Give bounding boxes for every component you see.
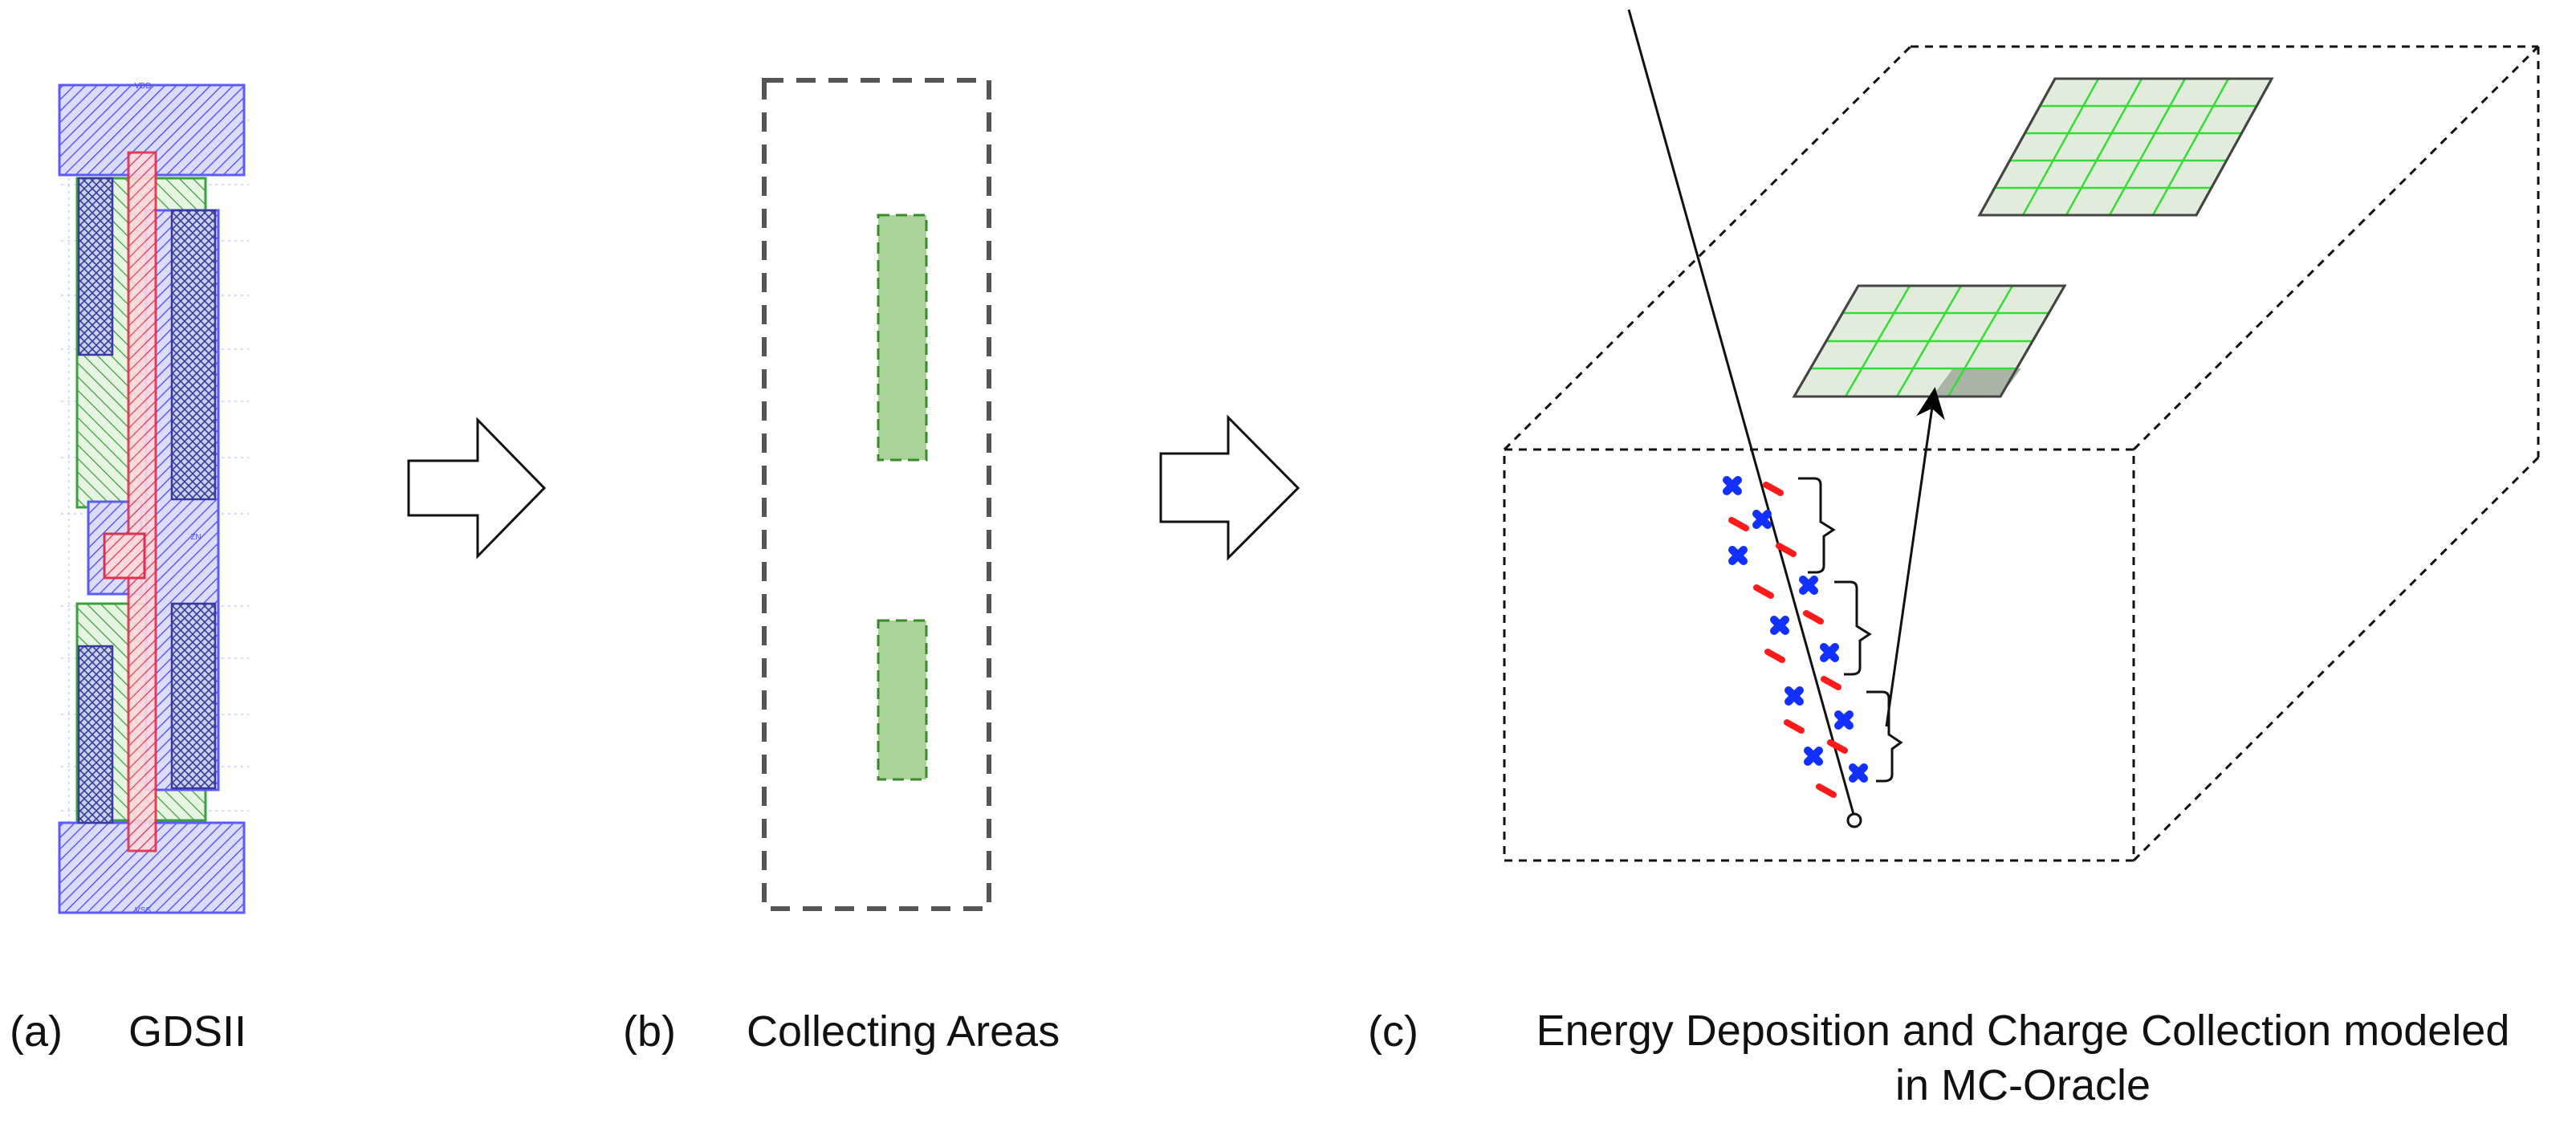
pmos-drain-contact <box>170 209 217 501</box>
collection-grid-far <box>1977 77 2274 217</box>
collection-grid-near <box>1792 284 2067 398</box>
nmos-drain-contact <box>170 602 217 790</box>
collecting-areas <box>762 78 991 911</box>
poly-gate <box>127 151 157 852</box>
collecting-area-bottom <box>877 619 928 781</box>
flow-arrow-b-to-c <box>1159 414 1300 561</box>
negative-charges <box>1728 482 1848 798</box>
hit-pixel <box>1932 368 2021 397</box>
panel-a-caption: GDSII <box>128 1007 247 1056</box>
pmos-source-contact <box>77 177 114 356</box>
panel-c-caption: Energy Deposition and Charge Collection … <box>1477 1003 2569 1113</box>
silicon-volume <box>1503 45 2540 862</box>
particle-track <box>1627 9 1856 818</box>
charge-pairs <box>1723 476 1868 798</box>
flow-arrow-a-to-b <box>407 417 547 559</box>
track-endpoint <box>1846 812 1862 828</box>
output-pin-label: ZN <box>190 533 201 542</box>
vdd-pin-label: VDD <box>134 82 151 91</box>
vss-pin-label: VSS <box>135 906 151 915</box>
panel-c-caption-line2: in MC-Oracle <box>1894 1061 2151 1109</box>
panel-c-letter: (c) <box>1368 1007 1418 1056</box>
charge-brackets <box>1798 477 1903 783</box>
gdsii-layout: VDD VSS ZN A <box>58 82 249 915</box>
collecting-area-top <box>877 214 928 462</box>
positive-charges <box>1723 476 1868 783</box>
panel-a-letter: (a) <box>10 1007 63 1056</box>
panel-c-caption-line1: Energy Deposition and Charge Collection … <box>1536 1007 2510 1055</box>
poly-contact <box>103 532 146 580</box>
cell-boundary <box>762 78 991 911</box>
nmos-source-contact <box>77 645 114 824</box>
panel-b-caption: Collecting Areas <box>747 1007 1060 1056</box>
collection-arrow <box>1885 387 1945 727</box>
panel-b-letter: (b) <box>623 1007 676 1056</box>
